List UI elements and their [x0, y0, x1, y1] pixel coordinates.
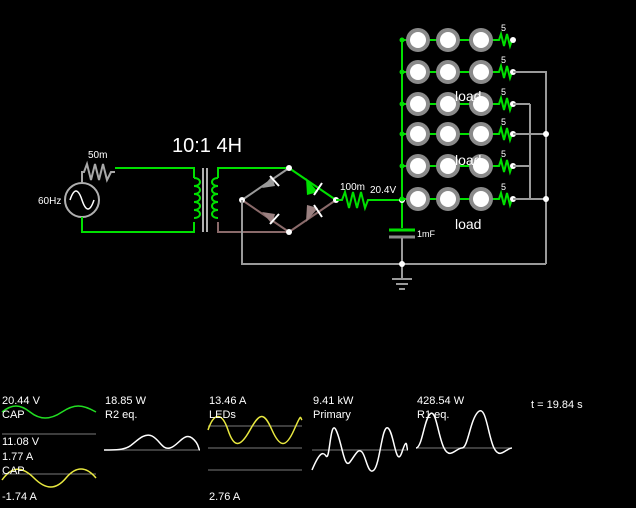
primary-wire-bottom[interactable]	[81, 217, 195, 233]
node-voltage-label: 20.4V	[370, 185, 396, 196]
led-lens	[440, 158, 456, 174]
transformer-label: 10:1 4H	[172, 135, 242, 157]
led-lens	[473, 96, 489, 112]
led-resistor-label: 5	[501, 23, 506, 33]
primary-wire-top[interactable]	[115, 167, 195, 178]
scope-2-name: R2 eq.	[105, 409, 137, 421]
load-label-3: load	[455, 216, 481, 232]
primary-resistor[interactable]	[81, 160, 115, 183]
scope-2-top-value: 18.85 W	[105, 395, 147, 407]
led-lens	[473, 64, 489, 80]
secondary-wire-bottom[interactable]	[217, 222, 289, 233]
led-resistor-label: 5	[501, 55, 506, 65]
led-bus-junction[interactable]	[399, 196, 405, 202]
scope-panel-5[interactable]: 428.54 W R1 eq.	[415, 395, 513, 455]
scope-2-trace	[103, 434, 201, 451]
led-resistor-label: 5	[501, 87, 506, 97]
ground-symbol[interactable]	[392, 278, 412, 290]
scope-4-trace	[311, 427, 409, 472]
source-frequency-label: 60Hz	[38, 196, 61, 207]
bridge-rectifier[interactable]	[241, 167, 337, 233]
led-lens	[410, 191, 426, 207]
scope-3-trace	[207, 415, 303, 445]
scope-3-bottom-value: 2.76 A	[209, 491, 241, 503]
led-lens	[410, 96, 426, 112]
led-lens	[440, 32, 456, 48]
led-lens	[410, 64, 426, 80]
scope-panel-2[interactable]: 18.85 W R2 eq.	[103, 395, 201, 451]
led-row-node[interactable]	[510, 37, 516, 43]
led-lens	[440, 191, 456, 207]
scope-5-name: R1 eq.	[417, 409, 449, 421]
led-lens	[440, 64, 456, 80]
return-wire[interactable]	[241, 200, 546, 265]
ground-node[interactable]	[399, 261, 405, 267]
led-resistor-label: 5	[501, 149, 506, 159]
led-resistor[interactable]	[496, 189, 513, 209]
led-array[interactable]: 5 5 5 5 5 5	[399, 23, 517, 211]
led-resistor[interactable]	[496, 124, 513, 144]
led-lens	[440, 126, 456, 142]
secondary-wire-top[interactable]	[217, 167, 289, 178]
led-resistor[interactable]	[496, 156, 513, 176]
scope-1-bottom-value: 11.08 V	[2, 436, 40, 448]
capacitor-label: 1mF	[417, 229, 436, 239]
scope-1-trace-current	[1, 468, 97, 488]
series-resistor[interactable]	[336, 188, 402, 212]
led-bus-junction[interactable]	[399, 163, 405, 169]
scope-panel-4[interactable]: 9.41 kW Primary	[311, 395, 409, 472]
led-lens	[473, 158, 489, 174]
led-lens	[440, 96, 456, 112]
scope-panel-1[interactable]: 20.44 V CAP 11.08 V 1.77 A CAP -1.74 A	[1, 395, 97, 503]
led-resistor-label: 5	[501, 182, 506, 192]
led-resistor[interactable]	[496, 94, 513, 114]
scope-1-second-name: CAP	[2, 465, 25, 477]
scope-1-second-bottom-value: -1.74 A	[2, 491, 38, 503]
capacitor[interactable]	[389, 228, 415, 239]
scope-5-top-value: 428.54 W	[417, 395, 465, 407]
primary-resistor-label: 50m	[88, 150, 107, 161]
led-lens	[473, 126, 489, 142]
led-bus-junction[interactable]	[399, 101, 405, 107]
scope-3-name: LEDs	[209, 409, 236, 421]
led-bus-junction[interactable]	[399, 131, 405, 137]
bridge-node-bottom[interactable]	[286, 229, 292, 235]
scope-panel-3[interactable]: 13.46 A LEDs 2.76 A	[207, 395, 303, 503]
led-lens	[473, 32, 489, 48]
ac-source[interactable]	[64, 182, 100, 218]
led-resistor[interactable]	[496, 30, 513, 50]
scope-1-top-value: 20.44 V	[2, 395, 41, 407]
transformer[interactable]	[193, 168, 219, 232]
led-lens	[473, 191, 489, 207]
scope-3-top-value: 13.46 A	[209, 395, 247, 407]
right-bus-node-2[interactable]	[543, 196, 549, 202]
led-lens	[410, 158, 426, 174]
scope-5-trace	[415, 410, 513, 455]
load-label-2: load	[455, 152, 481, 168]
load-label-1: load	[455, 88, 481, 104]
scope-1-top-name: CAP	[2, 409, 25, 421]
bridge-node-top[interactable]	[286, 165, 292, 171]
led-resistor-label: 5	[501, 117, 506, 127]
led-lens	[410, 126, 426, 142]
scope-1-second-top-value: 1.77 A	[2, 451, 34, 463]
led-bus-junction[interactable]	[399, 37, 405, 43]
led-lens	[410, 32, 426, 48]
led-resistor[interactable]	[496, 62, 513, 82]
right-bus-node-1[interactable]	[543, 131, 549, 137]
scope-4-top-value: 9.41 kW	[313, 395, 354, 407]
led-bus-junction[interactable]	[399, 69, 405, 75]
simulation-time: t = 19.84 s	[531, 399, 583, 411]
scope-4-name: Primary	[313, 409, 351, 421]
scope-1-trace-voltage	[1, 405, 97, 419]
series-resistor-label: 100m	[340, 182, 365, 193]
